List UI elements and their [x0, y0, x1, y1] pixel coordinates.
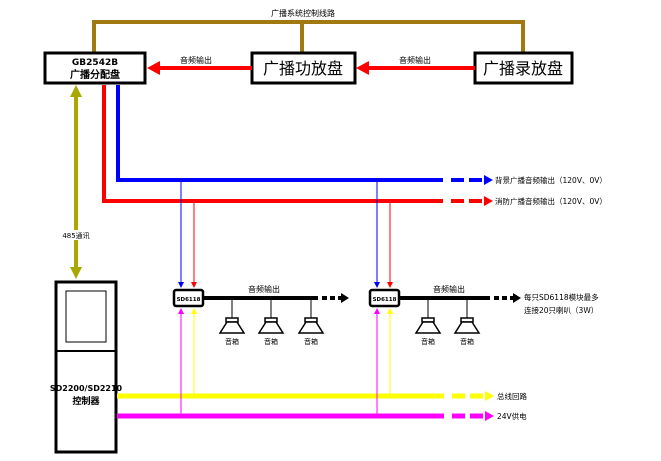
rs485-label: 485通讯	[62, 231, 89, 240]
module-note-line-1: 每只SD6118模块最多	[524, 292, 599, 302]
bus-loop	[117, 391, 494, 401]
audio-arrow-rec-to-amp	[356, 61, 475, 75]
background-audio-bus	[116, 85, 493, 185]
module-2-audio-label: 音频输出	[433, 284, 465, 294]
speaker-label: 音箱	[225, 337, 239, 346]
controller-box[interactable]: SD2200/SD2210 控制器	[50, 280, 123, 454]
module-2[interactable]: SD6118	[368, 288, 401, 308]
module-2-speaker-line	[400, 293, 521, 303]
speaker-label: 音箱	[304, 337, 318, 346]
audio-out-label-2: 音频输出	[399, 55, 431, 65]
module-1-drops	[178, 182, 197, 414]
controller-screen	[65, 290, 107, 343]
recorder-box[interactable]: 广播录放盘	[473, 51, 574, 85]
speaker: 音箱	[414, 298, 442, 346]
speaker: 音箱	[218, 298, 246, 346]
module-2-drops	[374, 182, 393, 414]
controller-model: SD2200/SD2210	[50, 384, 123, 393]
control-line	[92, 20, 525, 53]
module-note-line-2: 连接20只喇叭（3W）	[524, 305, 598, 315]
distributor-box[interactable]: GB2542B 广播分配盘	[43, 51, 147, 85]
speaker-label: 音箱	[460, 337, 474, 346]
module-2-model: SD6118	[373, 297, 397, 303]
bus-loop-label: 总线回路	[497, 391, 527, 401]
module-1-speaker-line	[204, 293, 349, 303]
module-1-audio-label: 音频输出	[248, 284, 280, 294]
power-label: 24V供电	[497, 411, 527, 421]
module-1-model: SD6118	[177, 297, 201, 303]
module-1[interactable]: SD6118	[172, 288, 205, 308]
controller-name: 控制器	[72, 395, 100, 407]
speaker-label: 音箱	[421, 337, 435, 346]
audio-arrow-amp-to-dist	[147, 61, 252, 75]
background-bus-label: 背景广播音频输出（120V、0V）	[495, 175, 607, 185]
speaker: 音箱	[257, 298, 285, 346]
distributor-model: GB2542B	[72, 58, 118, 68]
distributor-name: 广播分配盘	[70, 68, 120, 81]
amplifier-box[interactable]: 广播功放盘	[250, 51, 357, 85]
power-24v-bus	[117, 411, 494, 421]
fire-bus-label: 消防广播音频输出（120V、0V）	[495, 196, 607, 206]
recorder-name: 广播录放盘	[483, 59, 563, 78]
speaker-label: 音箱	[264, 337, 278, 346]
control-line-label: 广播系统控制线路	[271, 8, 335, 18]
amplifier-name: 广播功放盘	[263, 59, 343, 78]
speaker: 音箱	[453, 298, 481, 346]
rs485-link	[62, 85, 90, 279]
speaker: 音箱	[297, 298, 325, 346]
audio-out-label-1: 音频输出	[180, 55, 212, 65]
fire-audio-bus	[102, 85, 493, 206]
